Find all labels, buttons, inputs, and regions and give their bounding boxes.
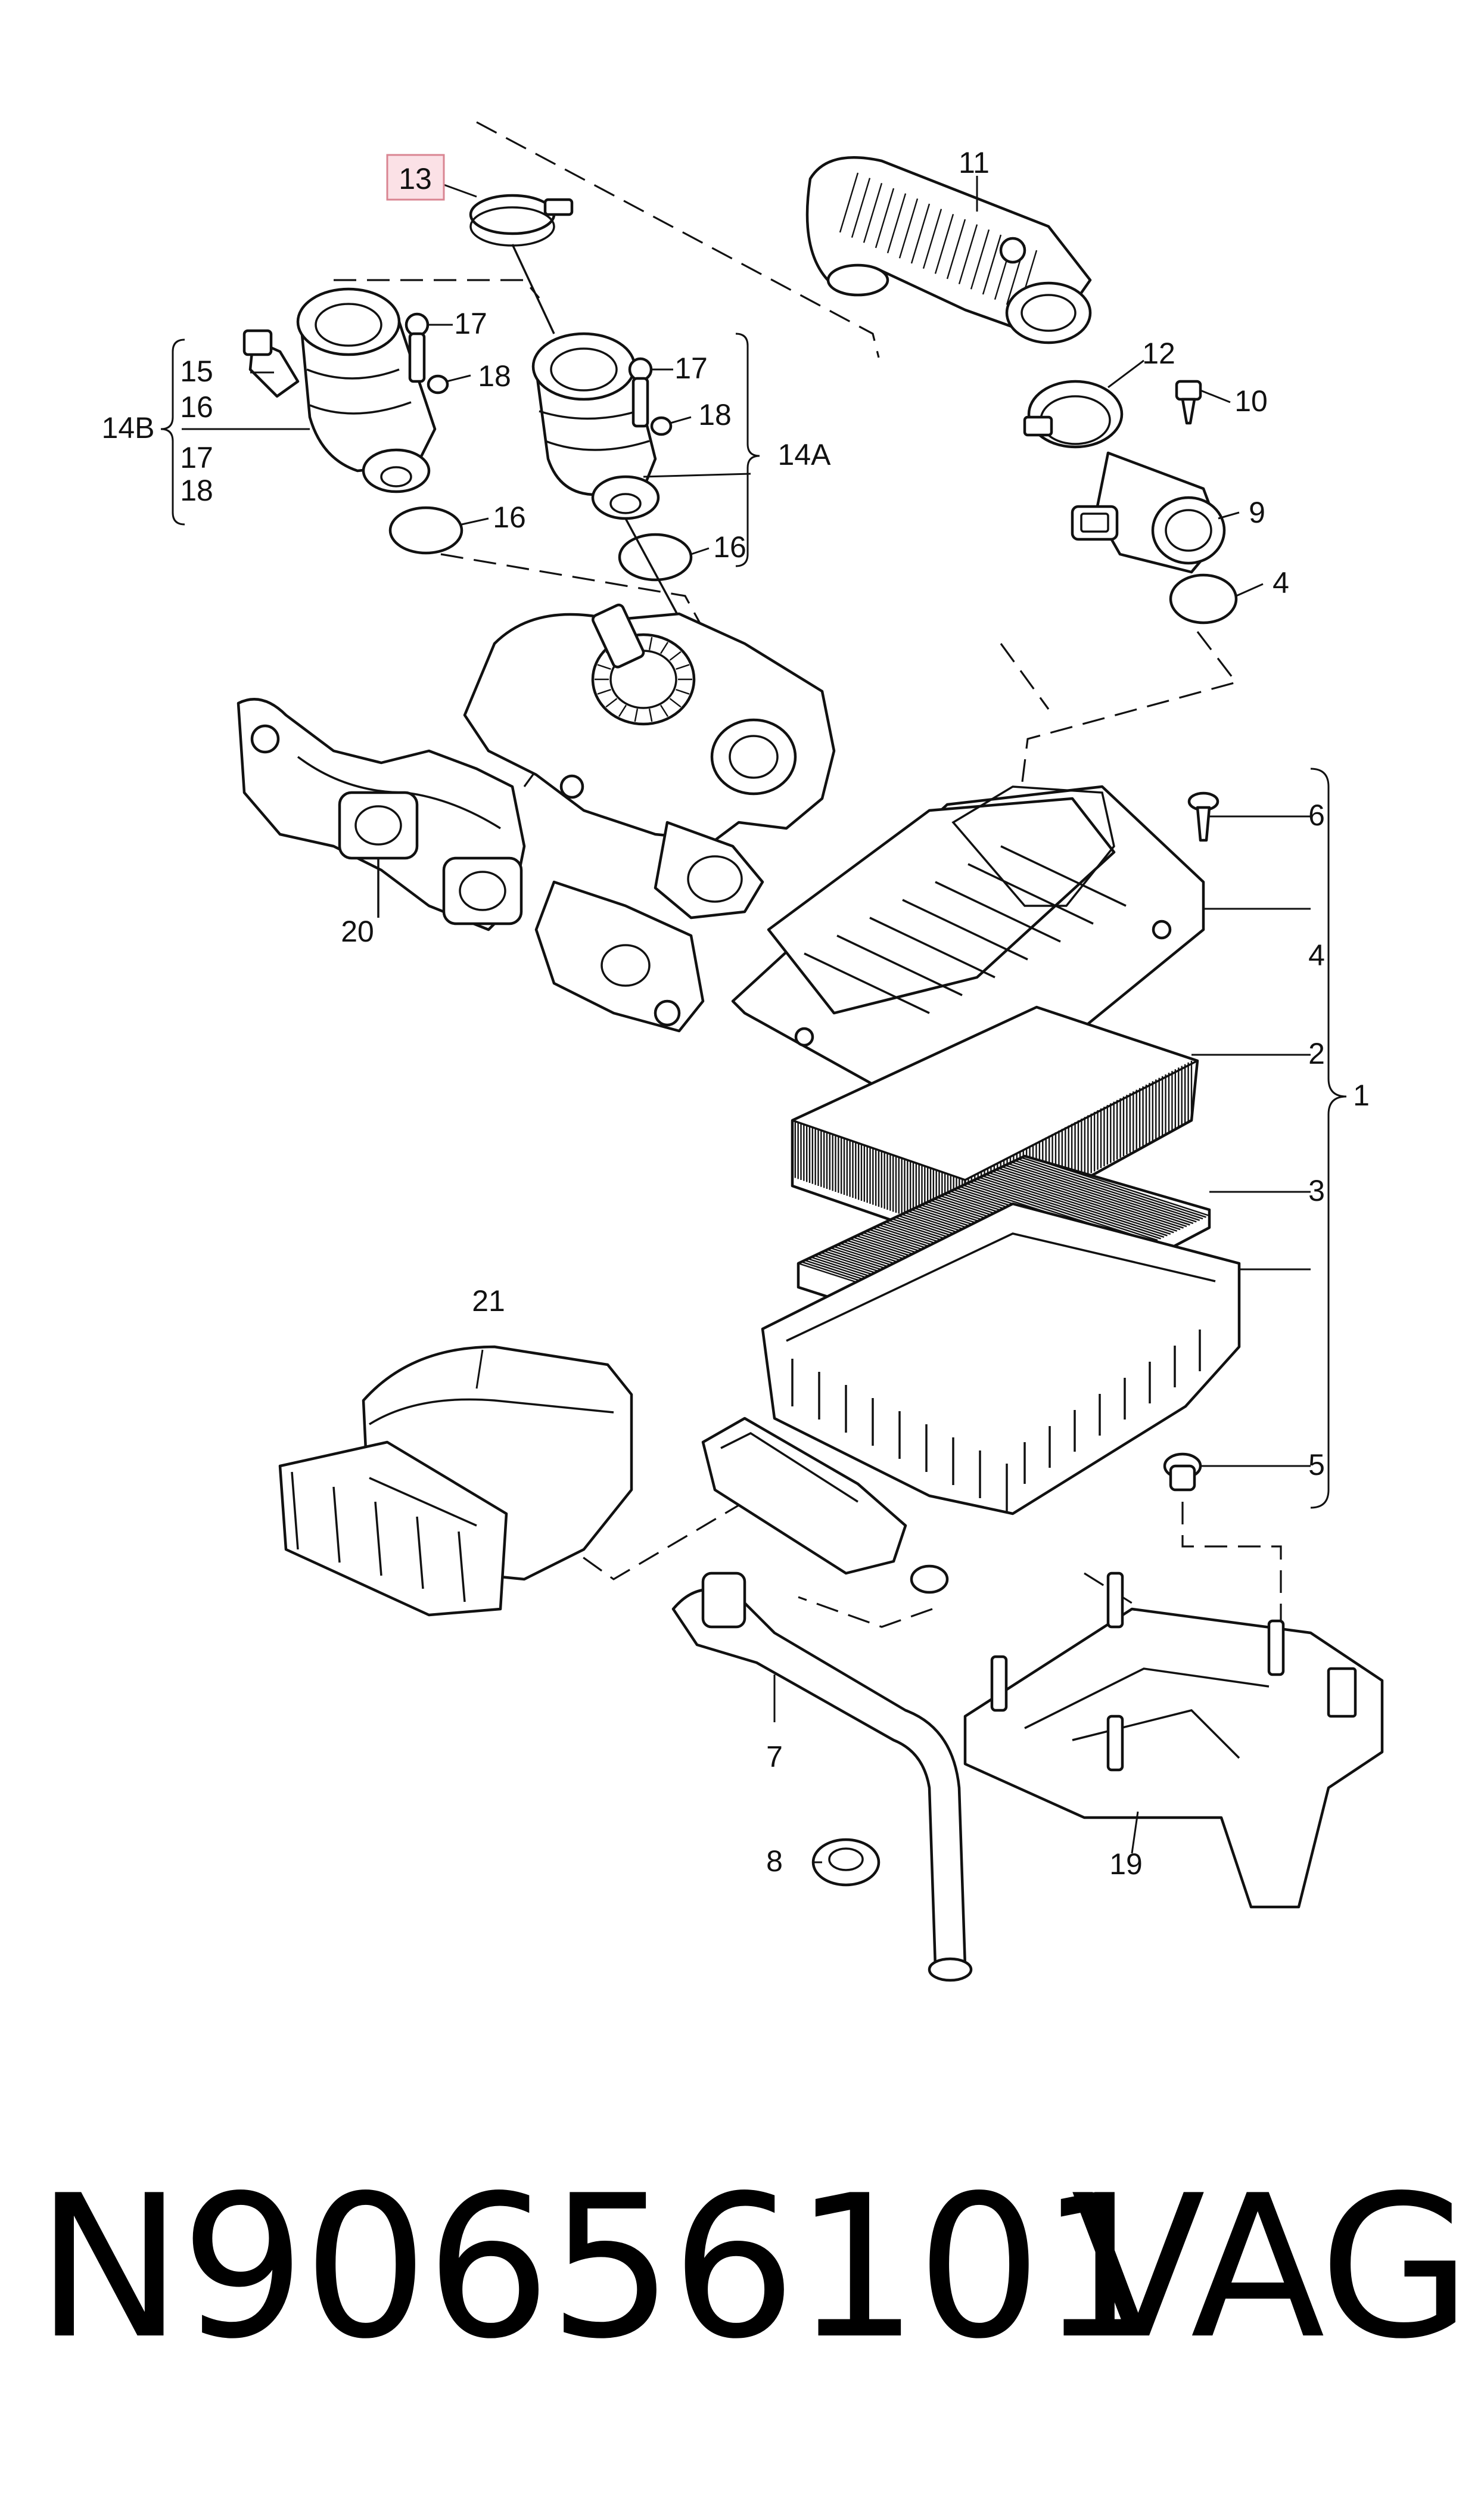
part-11-intake-hose <box>805 156 1092 344</box>
callout-17-left: 17 <box>454 307 487 340</box>
part-8-grommet <box>811 1838 881 1887</box>
callout-12: 12 <box>1142 337 1175 370</box>
part-16-o-ring-left <box>388 506 463 555</box>
part-21-intake-duct <box>278 1345 633 1617</box>
exhaust-manifold <box>237 698 705 1033</box>
callout-16-right: 16 <box>713 530 746 564</box>
callout-18-left: 18 <box>478 359 511 393</box>
callout-13: 13 <box>399 162 432 195</box>
part-10-screw <box>1175 380 1202 425</box>
air-filter-housing-upper <box>731 785 1205 1119</box>
callout-9: 9 <box>1249 496 1265 529</box>
part-12-hose-clamp <box>1023 380 1124 449</box>
callout-18-right: 18 <box>698 398 732 431</box>
part-18-ring-right <box>650 416 673 436</box>
callout-1: 1 <box>1353 1079 1370 1112</box>
callout-7: 7 <box>766 1740 783 1773</box>
callout-5: 5 <box>1308 1448 1325 1481</box>
part-5-grommet <box>1163 1452 1202 1492</box>
callout-14b: 14B <box>102 411 155 445</box>
callout-3: 3 <box>1308 1174 1325 1207</box>
footer: N90656101 VAG <box>0 2169 1484 2408</box>
callout-10: 10 <box>1234 384 1268 418</box>
callout-19: 19 <box>1109 1847 1143 1881</box>
callout-18-group: 18 <box>180 474 213 507</box>
part-14b-charge-pipe <box>242 287 437 493</box>
callout-16-group: 16 <box>180 390 213 424</box>
part-17-bolt-right <box>628 357 653 428</box>
part-9-air-mass-meter <box>1071 451 1226 574</box>
turbocharger <box>463 603 836 920</box>
callout-17-group: 17 <box>180 441 213 474</box>
part-16-o-ring-right <box>618 533 693 582</box>
callout-15: 15 <box>180 355 213 388</box>
part-18-ring-left <box>427 374 449 395</box>
brand-name: VAG <box>1071 2153 1471 2382</box>
part-19-bracket <box>963 1571 1384 1909</box>
part-number: N90656101 <box>36 2153 1165 2382</box>
callout-17-right: 17 <box>674 352 708 385</box>
part-13-hose-clamp <box>469 194 574 247</box>
callout-14a: 14A <box>778 438 832 471</box>
callout-16-left: 16 <box>493 501 526 534</box>
callout-8: 8 <box>766 1844 783 1878</box>
part-6-screw <box>1187 791 1219 842</box>
part-17-bolt-left <box>405 312 430 383</box>
leader-lines <box>182 176 1311 1863</box>
callout-20: 20 <box>341 915 374 948</box>
callout-11: 11 <box>959 146 990 179</box>
callout-6: 6 <box>1308 799 1325 832</box>
callout-2: 2 <box>1308 1037 1325 1070</box>
air-filter-housing-lower <box>701 1202 1241 1594</box>
group-brackets <box>160 333 1347 1509</box>
parts-diagram: 13 11 12 10 9 4 17 17 18 18 16 16 14A 14… <box>102 121 1384 1982</box>
callout-4-ring: 4 <box>1273 566 1289 600</box>
part-7-hose <box>671 1571 973 1982</box>
callout-4-housing: 4 <box>1308 939 1325 972</box>
part-14a-charge-pipe <box>531 332 660 520</box>
highlighted-part-13-box <box>386 154 445 201</box>
callout-21: 21 <box>472 1284 505 1318</box>
part-4-o-ring <box>1169 573 1238 625</box>
